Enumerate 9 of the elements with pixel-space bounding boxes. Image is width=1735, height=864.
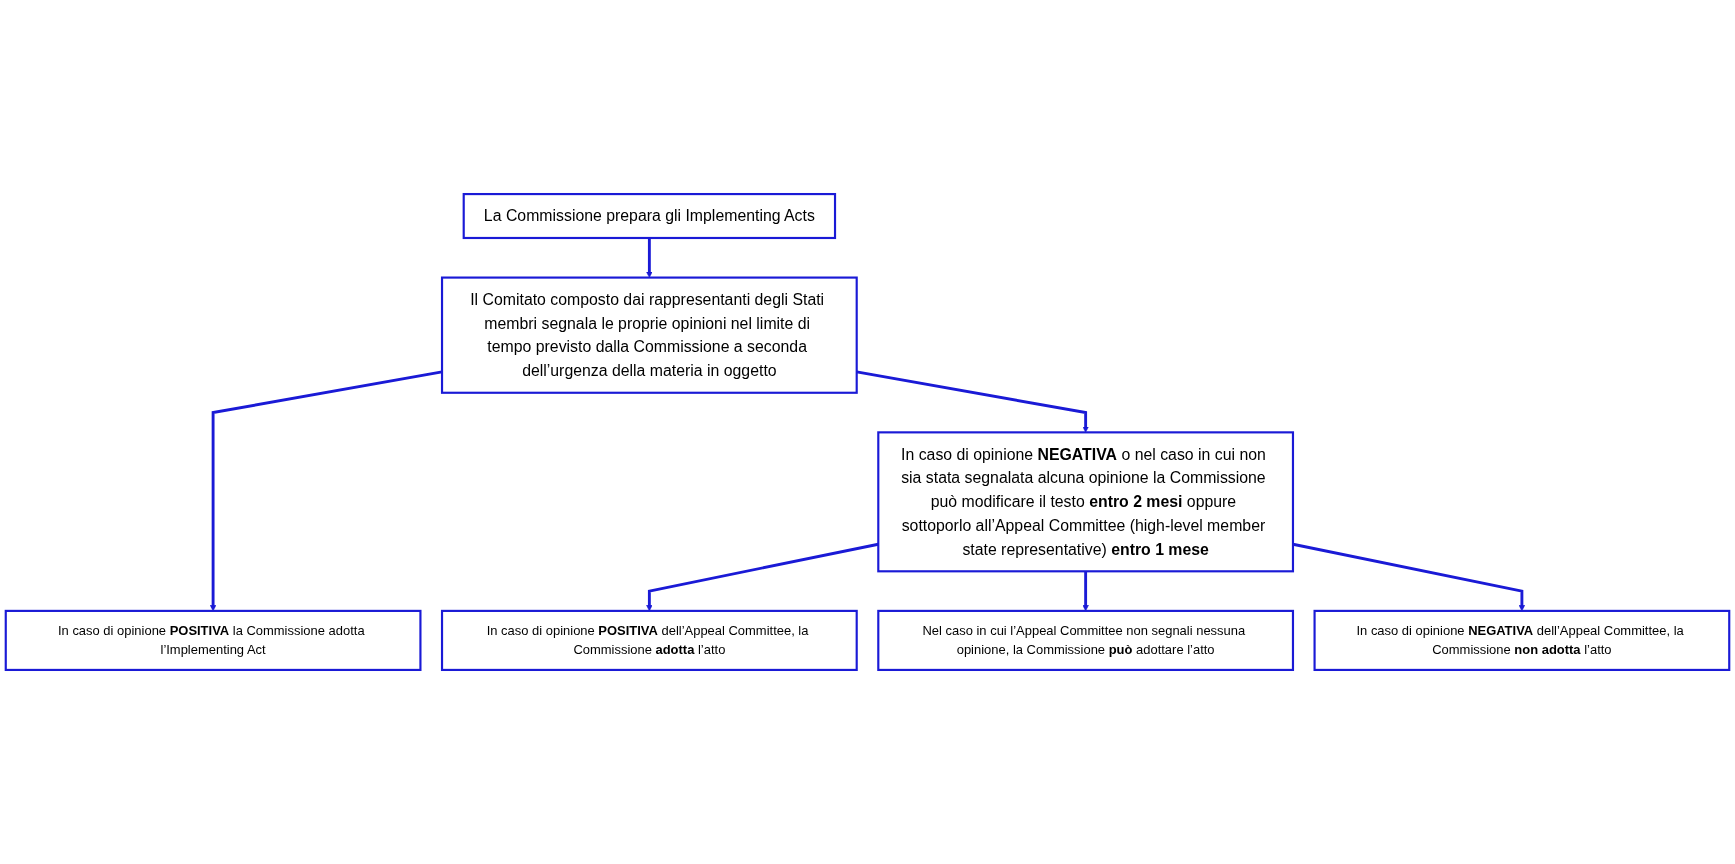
arrow: [856, 370, 1089, 433]
node-box: La Commissione prepara gli Implementing Acts: [462, 193, 837, 240]
node-box: In caso di opinione NEGATIVA o nel caso in cui non sia stata segnalata alcuna opinione la Commissione può modificare il testo entro 2 mesi oppure sottoporlo all’Appeal Committee (high-level member state representative) entro 1 mese: [877, 431, 1295, 573]
node-box: In caso di opinione POSITIVA dell’Appeal Committee, la Commissione adotta l’atto: [440, 609, 858, 671]
node-box: Nel caso in cui l’Appeal Committee non segnali nessuna opinione, la Commissione può adottare l’atto: [877, 609, 1295, 671]
arrow: [646, 238, 653, 278]
node-box: Il Comitato composto dai rappresentanti degli Stati membri segnala le proprie opinioni nel limite di tempo previsto dalla Commissione a seconda dell’urgenza della materia in oggetto: [440, 276, 858, 394]
node-box: In caso di opinione NEGATIVA dell’Appeal Committee, la Commissione non adotta l’atto: [1313, 609, 1731, 671]
node-box: In caso di opinione POSITIVA la Commissione adotta l’Implementing Act: [4, 609, 422, 671]
